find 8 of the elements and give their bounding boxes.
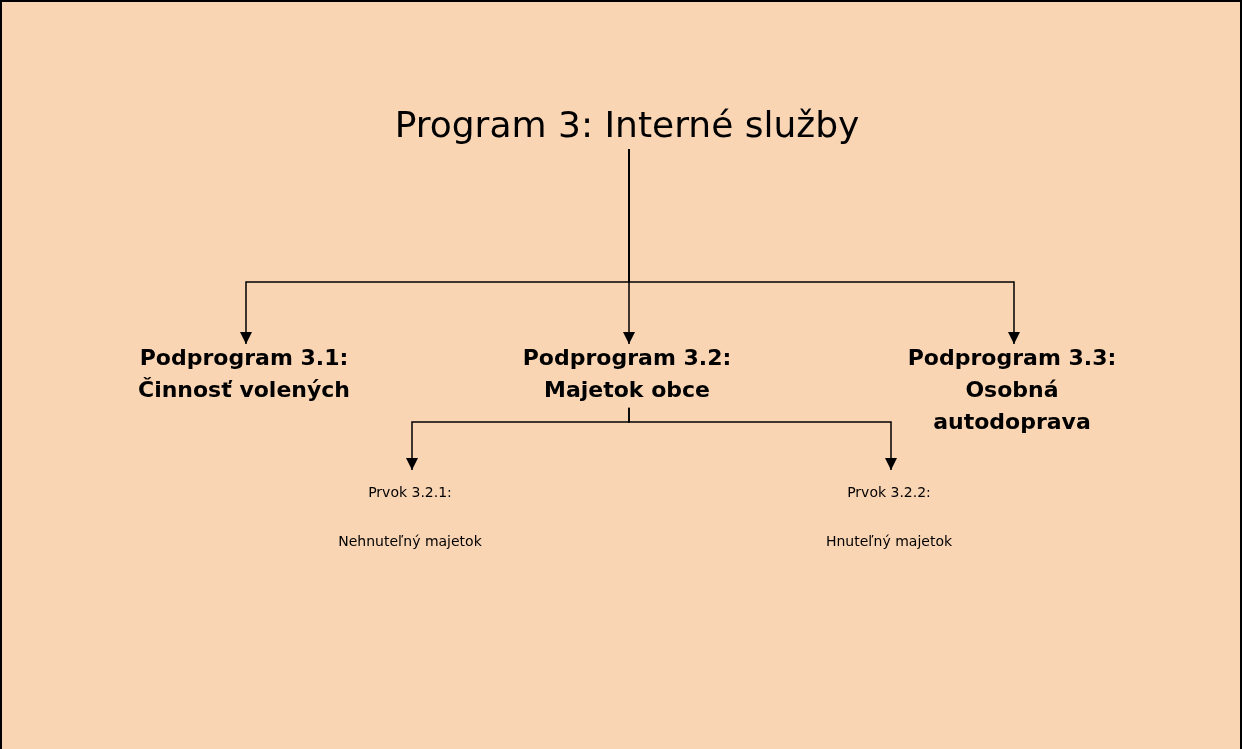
subprogram-label: Podprogram 3.3: Osobná autodoprava [887,342,1137,438]
subprogram-label: Podprogram 3.2: Majetok obce [482,342,772,406]
connector-arrow [628,148,1020,345]
element-label: Prvok 3.2.1: Nehnuteľný majetok [325,468,495,566]
element-label: Prvok 3.2.2: Hnuteľný majetok [814,468,964,566]
subprogram-label: Podprogram 3.1: Činnosť volených [99,342,389,406]
diagram-title: Program 3: Interné služby [277,102,977,147]
connector-arrow [628,407,897,471]
